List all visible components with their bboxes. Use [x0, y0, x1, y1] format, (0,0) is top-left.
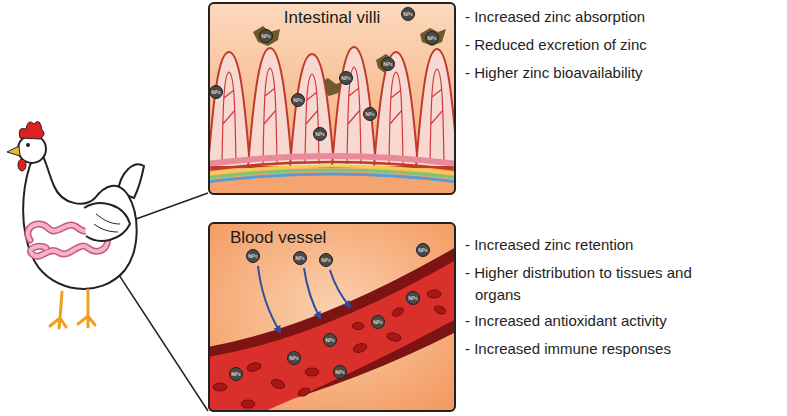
nanoparticle: NPs	[406, 291, 420, 305]
nanoparticle: NPs	[333, 365, 347, 379]
nanoparticle: NPs	[291, 93, 305, 107]
nanoparticle: NPs	[416, 243, 430, 257]
particle-label: NPs	[383, 61, 392, 67]
particle-label: NPs	[427, 35, 436, 41]
particle-label: NPs	[365, 111, 374, 117]
nanoparticle: NPs	[401, 7, 415, 21]
capillaries	[222, 67, 444, 164]
red-blood-cells	[213, 290, 447, 408]
particle-label: NPs	[408, 295, 417, 301]
villi	[208, 47, 456, 167]
nanoparticle: NPs	[229, 367, 243, 381]
particle-label: NPs	[403, 11, 412, 17]
vessel-wall	[208, 247, 456, 412]
particle-label: NPs	[248, 253, 257, 259]
uptake-arrows	[258, 266, 350, 332]
effect-bullet: - Increased immune responses	[465, 338, 705, 360]
particle-label: NPs	[231, 371, 240, 377]
panel-title: Intestinal villi	[284, 8, 380, 28]
vessel-lumen	[208, 260, 456, 412]
nanoparticle: NPs	[246, 249, 260, 263]
effect-bullet: - Higher distribution to tissues and org…	[465, 262, 705, 306]
particle-label: NPs	[335, 369, 344, 375]
panel-title: Blood vessel	[230, 228, 326, 248]
particle-label: NPs	[373, 319, 382, 325]
particle-label: NPs	[295, 255, 304, 261]
effect-bullet: - Increased zinc retention	[465, 234, 705, 256]
zoom-panel: Intestinal villiNPsNPsNPsNPsNPsNPsNPsNPs…	[208, 2, 456, 195]
intestinal-wall	[208, 156, 456, 195]
effect-bullet: - Increased antioxidant activity	[465, 310, 705, 332]
nanoparticle: NPs	[319, 253, 333, 267]
particle-label: NPs	[321, 257, 330, 263]
nanoparticle: NPs	[371, 315, 385, 329]
nanoparticle: NPs	[339, 71, 353, 85]
nanoparticle: NPs	[363, 107, 377, 121]
nanoparticle: NPs	[313, 127, 327, 141]
particle-label: NPs	[289, 355, 298, 361]
nanoparticle: NPs	[425, 31, 439, 45]
zoom-panel: Blood vesselNPsNPsNPsNPsNPsNPsNPsNPsNPsN…	[208, 222, 456, 412]
particle-label: NPs	[211, 89, 220, 95]
particle-label: NPs	[325, 337, 334, 343]
effect-bullet: - Increased zinc absorption	[465, 6, 705, 28]
nanoparticle: NPs	[287, 351, 301, 365]
particle-label: NPs	[293, 97, 302, 103]
particle-label: NPs	[261, 33, 270, 39]
nanoparticle: NPs	[323, 333, 337, 347]
nanoparticle: NPs	[259, 29, 273, 43]
effect-bullet: - Reduced excretion of zinc	[465, 34, 705, 56]
nanoparticle: NPs	[381, 57, 395, 71]
particle-label: NPs	[418, 247, 427, 253]
nanoparticle: NPs	[209, 85, 223, 99]
effect-bullet: - Higher zinc bioavailability	[465, 62, 705, 84]
chicken	[7, 122, 144, 328]
particle-label: NPs	[315, 131, 324, 137]
particle-label: NPs	[341, 75, 350, 81]
vessel-illustration	[208, 222, 456, 412]
villi-illustration	[208, 2, 456, 195]
nanoparticle: NPs	[293, 251, 307, 265]
